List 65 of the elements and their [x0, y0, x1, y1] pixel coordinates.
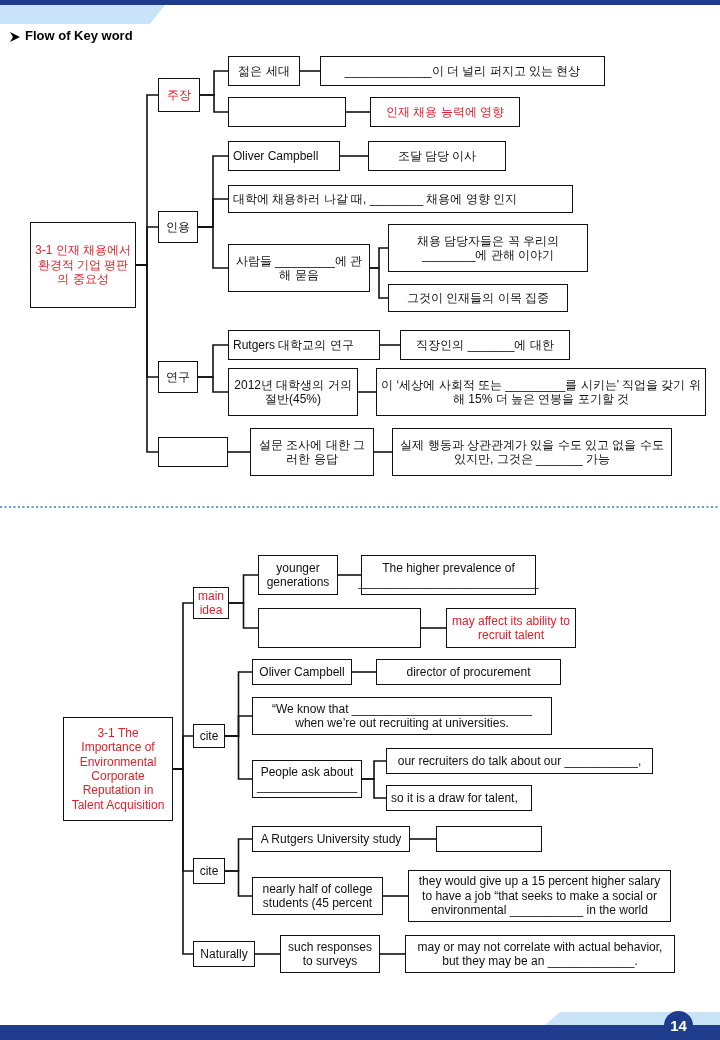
keyword-box: 그것이 인재들의 이목 집중 — [388, 284, 568, 312]
topic-box: 3-1 인재 채용에서 환경적 기업 평판의 중요성 — [30, 222, 136, 308]
blank-box — [258, 608, 421, 648]
connector-line — [228, 602, 259, 629]
keyword-box: Oliver Campbell — [228, 141, 340, 171]
keyword-box: 대학에 채용하러 나갈 때, ________ 채용에 영향 인지 — [228, 185, 573, 213]
connector-line — [199, 94, 229, 113]
blank-box — [228, 97, 346, 127]
keyword-box: nearly half of college students (45 percent — [252, 877, 383, 915]
keyword-box: 사람들 _________에 관해 묻음 — [228, 244, 370, 292]
connector-line — [339, 155, 369, 157]
connector-line — [357, 391, 377, 393]
connector-line — [351, 671, 377, 673]
keyword-box: 설문 조사에 대한 그러한 응답 — [250, 428, 374, 476]
keyword-box: 조달 담당 이사 — [368, 141, 506, 171]
keyword-box: younger generations — [258, 555, 338, 595]
keyword-box: “We know that ___________________________ when we’re out recruiting at universities. — [252, 697, 552, 735]
keyword-box: 주장 — [158, 78, 200, 112]
keyword-box: main idea — [193, 587, 229, 619]
connector-line — [379, 953, 406, 955]
connector-line — [382, 895, 409, 897]
connector-line — [379, 344, 401, 346]
keyword-box: 인재 채용 능력에 영향 — [370, 97, 520, 127]
connector-line — [345, 111, 371, 113]
keyword-box: our recruiters do talk about our ___________, — [386, 748, 653, 774]
keyword-box: 채용 담당자들은 꼭 우리의 ________에 관해 이야기 — [388, 224, 588, 272]
connector-line — [172, 768, 194, 955]
keyword-box: cite — [193, 858, 225, 884]
keyword-box: they would give up a 15 percent higher salary to have a job “that seeks to make a social or environmental ___________ in the world — [408, 870, 671, 922]
keyword-box: 인용 — [158, 211, 198, 243]
keyword-box: cite — [193, 724, 225, 748]
topic-box: 3-1 The Importance of Environmental Corporate Reputation in Talent Acquisition — [63, 717, 173, 821]
keyword-box: Oliver Campbell — [252, 659, 352, 685]
connector-line — [224, 870, 253, 897]
keyword-box: such responses to surveys — [280, 935, 380, 973]
keyword-box: 실제 행동과 상관관계가 있을 수도 있고 없을 수도 있지만, 그것은 _______ 가능 — [392, 428, 672, 476]
keyword-box: 2012년 대학생의 거의 절반(45%) — [228, 368, 358, 416]
connector-line — [409, 838, 437, 840]
keyword-box: Rutgers 대학교의 연구 — [228, 330, 380, 360]
connector-line — [254, 953, 281, 955]
keyword-box: director of procurement — [376, 659, 561, 685]
blank-box — [158, 437, 228, 467]
connector-line — [197, 226, 229, 269]
keyword-box: 젊은 세대 — [228, 56, 300, 86]
blank-box — [436, 826, 542, 852]
keyword-box: 연구 — [158, 361, 198, 393]
keyword-box: 직장인의 _______에 대한 — [400, 330, 570, 360]
connector-line — [224, 735, 253, 780]
connector-line — [373, 451, 393, 453]
keyword-box: Naturally — [193, 941, 255, 967]
connector-line — [197, 376, 229, 393]
connector-line — [369, 267, 389, 299]
keyword-box: _____________이 더 널리 퍼지고 있는 현상 — [320, 56, 605, 86]
section-title: Flow of Key word — [25, 28, 133, 43]
keyword-box: People ask about _______________ — [252, 760, 362, 798]
connector-line — [227, 451, 251, 453]
connector-line — [361, 778, 387, 799]
connector-line — [420, 627, 447, 629]
keyword-box: A Rutgers University study — [252, 826, 410, 852]
keyword-box: may or may not correlate with actual behavior, but they may be an _____________. — [405, 935, 675, 973]
keyword-box: may affect its ability to recruit talent — [446, 608, 576, 648]
keyword-box: 이 ‘세상에 사회적 또는 _________를 시키는’ 직업을 갖기 위해 15% 더 높은 연봉을 포기할 것 — [376, 368, 706, 416]
connector-line — [337, 574, 362, 576]
connector-line — [299, 70, 321, 72]
keyword-box: so it is a draw for talent, — [386, 785, 532, 811]
